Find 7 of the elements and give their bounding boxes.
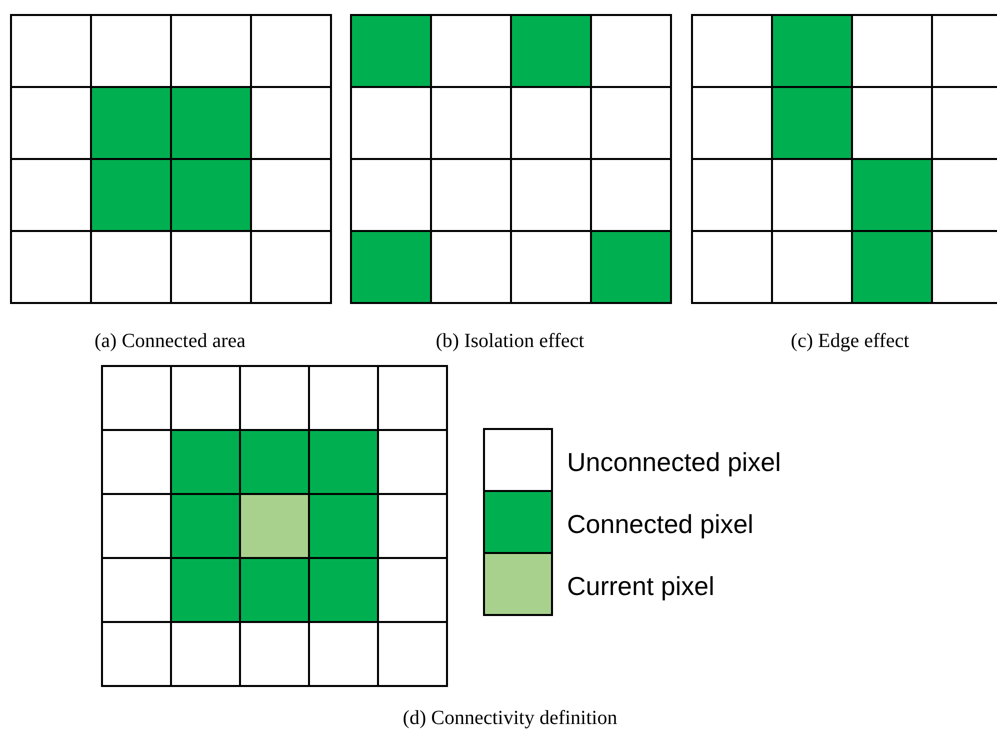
panel-caption: (d) Connectivity definition bbox=[402, 707, 618, 730]
panel-caption: (a) Connected area bbox=[94, 330, 246, 353]
panel-caption: (c) Edge effect bbox=[790, 330, 910, 353]
legend-label: Unconnected pixel bbox=[567, 446, 781, 479]
legend-label: Connected pixel bbox=[567, 508, 754, 541]
panel-caption: (b) Isolation effect bbox=[436, 330, 584, 353]
legend-label: Current pixel bbox=[567, 570, 714, 603]
